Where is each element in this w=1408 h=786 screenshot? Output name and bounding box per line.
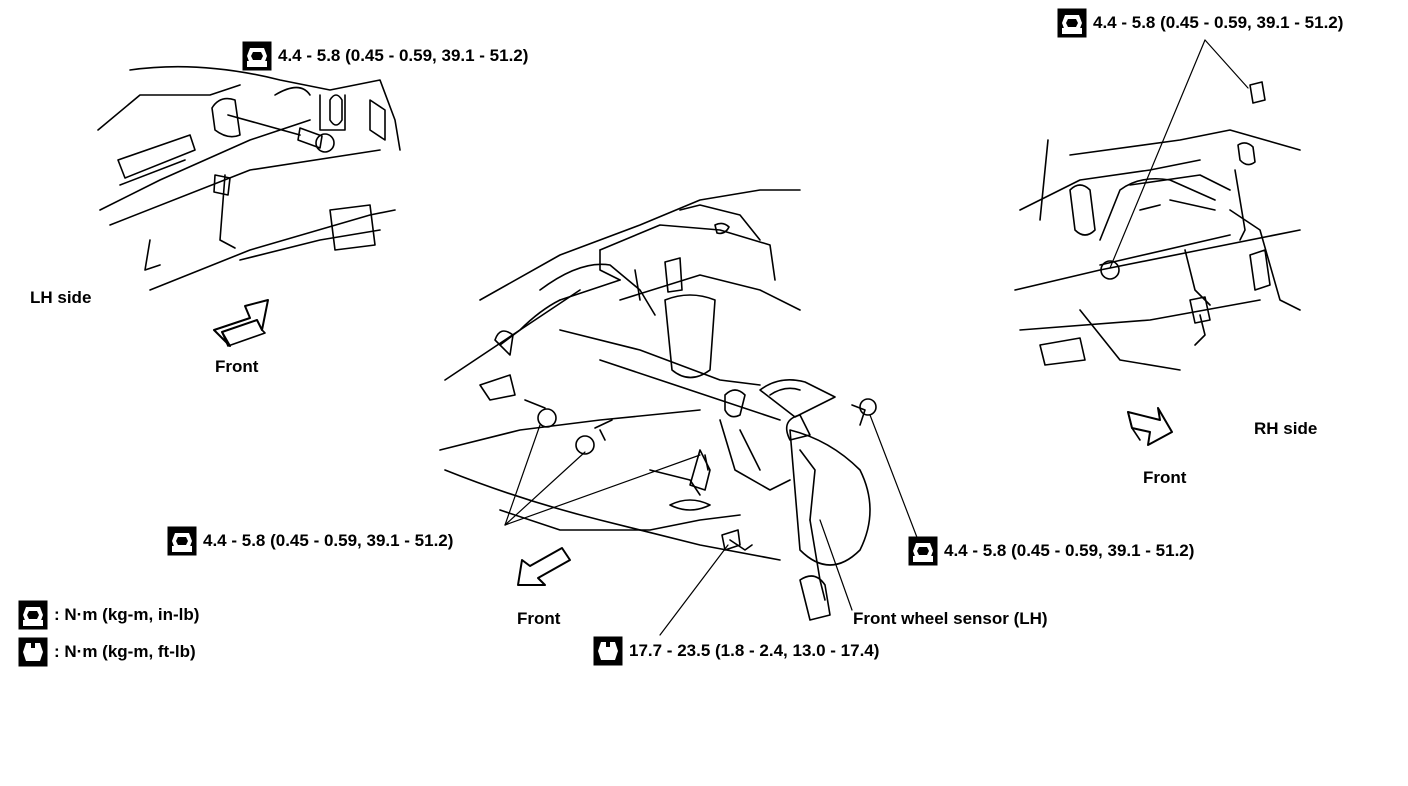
wrench-torque-ft-lb-icon: [18, 637, 48, 667]
torque-callout-rh-top: 4.4 - 5.8 (0.45 - 0.59, 39.1 - 51.2): [1057, 8, 1343, 38]
leader-lines: [504, 39, 1249, 636]
front-wheel-sensor-label: Front wheel sensor (LH): [853, 609, 1048, 628]
wrench-torque-in-lb-icon: [18, 600, 48, 630]
rh-side-view: [1014, 81, 1301, 371]
legend-text: : N·m (kg-m, in-lb): [54, 605, 200, 624]
wrench-torque-in-lb-icon: [908, 536, 938, 566]
front-arrow-rh: [1127, 407, 1173, 446]
wrench-torque-in-lb-icon: [242, 41, 272, 71]
front-label-rh: Front: [1143, 468, 1187, 487]
lh-side-label: LH side: [30, 288, 92, 307]
torque-value: 4.4 - 5.8 (0.45 - 0.59, 39.1 - 51.2): [944, 541, 1195, 560]
torque-value: 4.4 - 5.8 (0.45 - 0.59, 39.1 - 51.2): [1093, 13, 1344, 32]
torque-callout-center-left: 4.4 - 5.8 (0.45 - 0.59, 39.1 - 51.2): [167, 526, 453, 556]
front-arrow-lh: [213, 299, 269, 347]
wrench-torque-in-lb-icon: [167, 526, 197, 556]
wrench-torque-in-lb-icon: [1057, 8, 1087, 38]
rh-side-label: RH side: [1254, 419, 1318, 438]
torque-callout-center-right: 4.4 - 5.8 (0.45 - 0.59, 39.1 - 51.2): [908, 536, 1194, 566]
torque-value: 4.4 - 5.8 (0.45 - 0.59, 39.1 - 51.2): [278, 46, 529, 65]
torque-callout-lh-top: 4.4 - 5.8 (0.45 - 0.59, 39.1 - 51.2): [242, 41, 528, 71]
center-main-view: [439, 189, 877, 621]
front-label-center: Front: [517, 609, 561, 628]
torque-value: 4.4 - 5.8 (0.45 - 0.59, 39.1 - 51.2): [203, 531, 454, 550]
front-label-lh: Front: [215, 357, 259, 376]
torque-callout-center-bottom: 17.7 - 23.5 (1.8 - 2.4, 13.0 - 17.4): [593, 636, 879, 666]
legend-in-lb: : N·m (kg-m, in-lb): [18, 600, 199, 630]
front-arrow-center: [517, 547, 571, 586]
lh-side-view: [97, 65, 401, 291]
wrench-torque-ft-lb-icon: [593, 636, 623, 666]
legend-ft-lb: : N·m (kg-m, ft-lb): [18, 637, 196, 667]
legend-text: : N·m (kg-m, ft-lb): [54, 642, 196, 661]
torque-value: 17.7 - 23.5 (1.8 - 2.4, 13.0 - 17.4): [629, 641, 880, 660]
